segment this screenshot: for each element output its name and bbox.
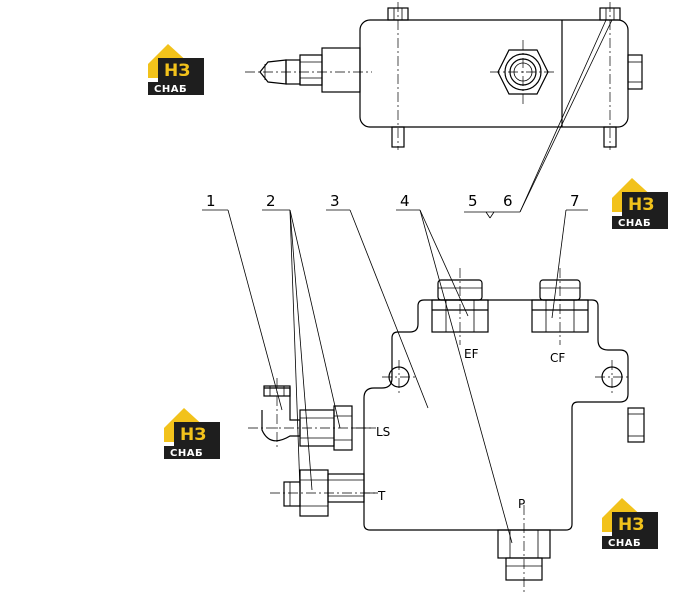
svg-text:СНАБ: СНАБ bbox=[170, 448, 203, 459]
part-number-1: 1 bbox=[206, 192, 216, 210]
port-label-p: P bbox=[518, 497, 525, 511]
svg-text:НЗ: НЗ bbox=[628, 195, 654, 215]
part-number-3: 3 bbox=[330, 192, 340, 210]
svg-text:НЗ: НЗ bbox=[164, 61, 190, 81]
svg-text:СНАБ: СНАБ bbox=[608, 538, 641, 549]
svg-text:НЗ: НЗ bbox=[618, 515, 644, 535]
top-view-right-cap bbox=[627, 54, 643, 90]
svg-text:СНАБ: СНАБ bbox=[154, 84, 187, 95]
ls-elbow bbox=[261, 387, 301, 442]
part-numbers: 1 2 3 4 5 6 7 bbox=[206, 192, 580, 210]
t-thread bbox=[283, 481, 301, 507]
top-view-connector-body bbox=[321, 47, 361, 93]
watermark-logo-1: НЗ СНАБ bbox=[148, 44, 204, 95]
watermark-logo-2: НЗ СНАБ bbox=[612, 178, 668, 229]
p-port-fitting bbox=[497, 505, 551, 592]
valve-block-body bbox=[363, 299, 629, 531]
port-labels: EF CF LS T P bbox=[376, 347, 565, 511]
top-view-body bbox=[359, 19, 629, 128]
t-port-boss bbox=[327, 473, 365, 503]
t-port-fitting bbox=[270, 469, 376, 517]
svg-text:СНАБ: СНАБ bbox=[618, 218, 651, 229]
port-label-ls: LS bbox=[376, 425, 390, 439]
cf-port-fitting bbox=[531, 268, 589, 345]
part-number-5: 5 bbox=[468, 192, 478, 210]
part-number-4: 4 bbox=[400, 192, 410, 210]
port-label-ef: EF bbox=[464, 347, 479, 361]
part-number-7: 7 bbox=[570, 192, 580, 210]
top-view bbox=[245, 2, 643, 150]
watermark-logo-4: НЗ СНАБ bbox=[602, 498, 658, 549]
top-view-tip bbox=[259, 59, 287, 85]
watermark-logo-3: НЗ СНАБ bbox=[164, 408, 220, 459]
port-label-cf: CF bbox=[550, 351, 565, 365]
ef-port-fitting bbox=[431, 268, 489, 345]
ls-port-fitting bbox=[248, 378, 376, 451]
right-plug bbox=[627, 407, 645, 443]
top-view-hex-nut bbox=[299, 54, 323, 86]
leader-lines bbox=[202, 19, 613, 544]
part-number-6: 6 bbox=[503, 192, 513, 210]
part-number-2: 2 bbox=[266, 192, 276, 210]
port-label-t: T bbox=[377, 489, 386, 503]
svg-text:НЗ: НЗ bbox=[180, 425, 206, 445]
main-view bbox=[248, 268, 645, 592]
